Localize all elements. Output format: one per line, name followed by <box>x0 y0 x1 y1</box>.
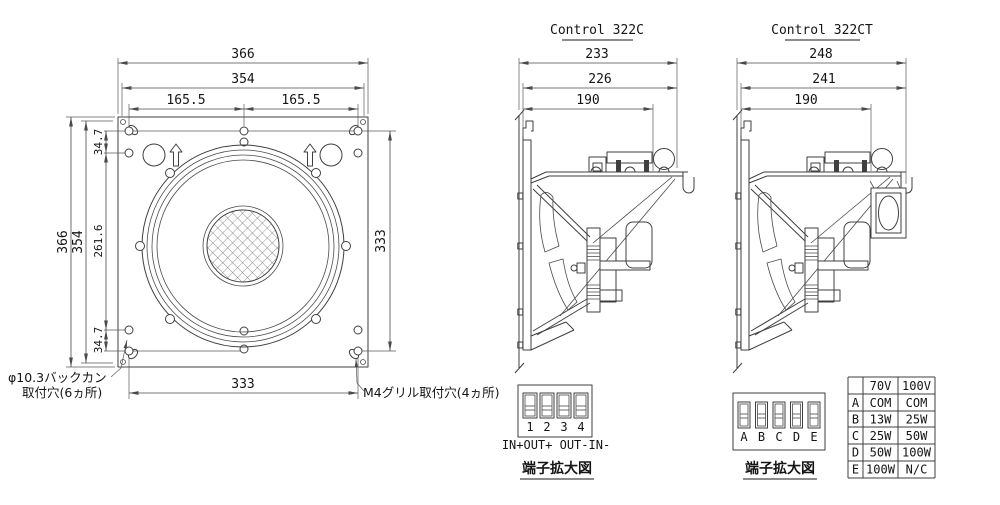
side-c-title: Control 322C <box>550 23 644 38</box>
backcan-leader-line <box>110 339 128 378</box>
table-cell: B <box>852 413 859 427</box>
terminal-pos-3: 3 <box>560 420 567 434</box>
table-cell: E <box>852 463 859 477</box>
line-transformer <box>869 180 907 239</box>
terminal-ct-caption: 端子拡大図 <box>745 460 815 477</box>
cable-entry-hole-left <box>142 143 166 167</box>
dim-ct-recess: 190 <box>794 93 817 108</box>
front-view: 366 354 165.5 165.5 366 354 34.7 261.6 3… <box>8 47 499 400</box>
table-cell: 13W <box>870 413 892 427</box>
dim-bottom: 333 <box>231 377 254 392</box>
table-header-100v: 100V <box>902 379 931 393</box>
backcan-label-line1: φ10.3バックカン <box>8 370 107 385</box>
grille-label: M4グリル取付穴(4ヵ所) <box>363 385 499 400</box>
up-arrow-icon <box>169 143 183 167</box>
terminal-pos-c: C <box>775 430 782 444</box>
dust-cap-crosshatch <box>206 209 280 283</box>
table-cell: A <box>852 396 860 410</box>
table-cell: 25W <box>870 429 892 443</box>
side-ct-dimensions: 248 241 190 <box>736 47 907 184</box>
table-header-70v: 70V <box>870 379 892 393</box>
terminal-block-5p <box>737 401 821 429</box>
terminal-pos-b: B <box>758 430 765 444</box>
table-cell: 100W <box>902 446 932 460</box>
side-ct-title: Control 322CT <box>771 23 873 38</box>
dim-c-overall: 233 <box>585 47 608 62</box>
terminal-pos-2: 2 <box>543 420 550 434</box>
table-grid <box>847 376 936 479</box>
side-view-322c: Control 322C 233 226 190 <box>514 23 695 374</box>
table-cell: COM <box>906 396 928 410</box>
backcan-label-line2: 取付穴(6ヵ所) <box>22 385 102 400</box>
front-dimensions-right-bottom: 333 333 <box>128 130 396 399</box>
dim-right: 333 <box>374 229 389 252</box>
dim-top-outer: 366 <box>231 47 254 62</box>
dim-pitch: 261.6 <box>92 224 105 257</box>
front-dimensions-top: 366 354 165.5 165.5 <box>117 47 369 126</box>
dim-ct-overall: 248 <box>809 47 832 62</box>
dim-c-recess: 190 <box>576 93 599 108</box>
terminal-pos-4: 4 <box>577 420 584 434</box>
terminal-detail-322ct: A B C D E 端子拡大図 <box>732 392 826 480</box>
table-cell: 25W <box>906 413 928 427</box>
terminal-pos-a: A <box>740 430 748 444</box>
terminal-pos-d: D <box>793 430 800 444</box>
up-arrow-icon <box>303 143 317 167</box>
terminal-detail-322c: 1 2 3 4 IN+OUT+ OUT-IN- 端子拡大図 <box>502 384 610 480</box>
dim-top-inner: 354 <box>231 72 255 87</box>
grille-leader-line <box>354 358 365 392</box>
terminal-pos-1: 1 <box>526 420 533 434</box>
terminal-block-4p <box>522 392 589 419</box>
cable-entry-hole-right <box>319 143 343 167</box>
table-cell: 100W <box>866 463 896 477</box>
dim-ct-body: 241 <box>812 72 835 87</box>
table-cell: COM <box>870 396 892 410</box>
tap-power-table: 70V 100V A COM COM B 13W 25W C 25W 50W D… <box>847 376 936 479</box>
table-cell: 50W <box>906 429 928 443</box>
terminal-pos-e: E <box>810 430 817 444</box>
dim-offset-top: 34.7 <box>92 129 105 156</box>
dim-c-body: 226 <box>588 72 611 87</box>
backcan-mount-holes <box>104 126 363 356</box>
table-cell: C <box>852 429 859 443</box>
terminal-c-caption: 端子拡大図 <box>522 460 592 477</box>
dim-hole-right: 165.5 <box>281 93 320 108</box>
side-view-322ct: Control 322CT 248 241 190 <box>732 23 913 374</box>
dim-left-outer: 366 <box>56 230 71 253</box>
table-cell: D <box>852 446 859 460</box>
table-cell: N/C <box>906 463 928 477</box>
dim-offset-bottom: 34.7 <box>92 327 105 354</box>
dim-hole-left: 165.5 <box>166 93 205 108</box>
terminal-wiring-label: IN+OUT+ OUT-IN- <box>502 438 610 452</box>
table-cell: 50W <box>870 446 892 460</box>
front-dimensions-left: 366 354 34.7 261.6 34.7 <box>56 116 115 368</box>
dim-left-inner: 354 <box>71 230 86 254</box>
woofer <box>135 144 351 348</box>
side-c-dimensions: 233 226 190 <box>518 47 678 171</box>
